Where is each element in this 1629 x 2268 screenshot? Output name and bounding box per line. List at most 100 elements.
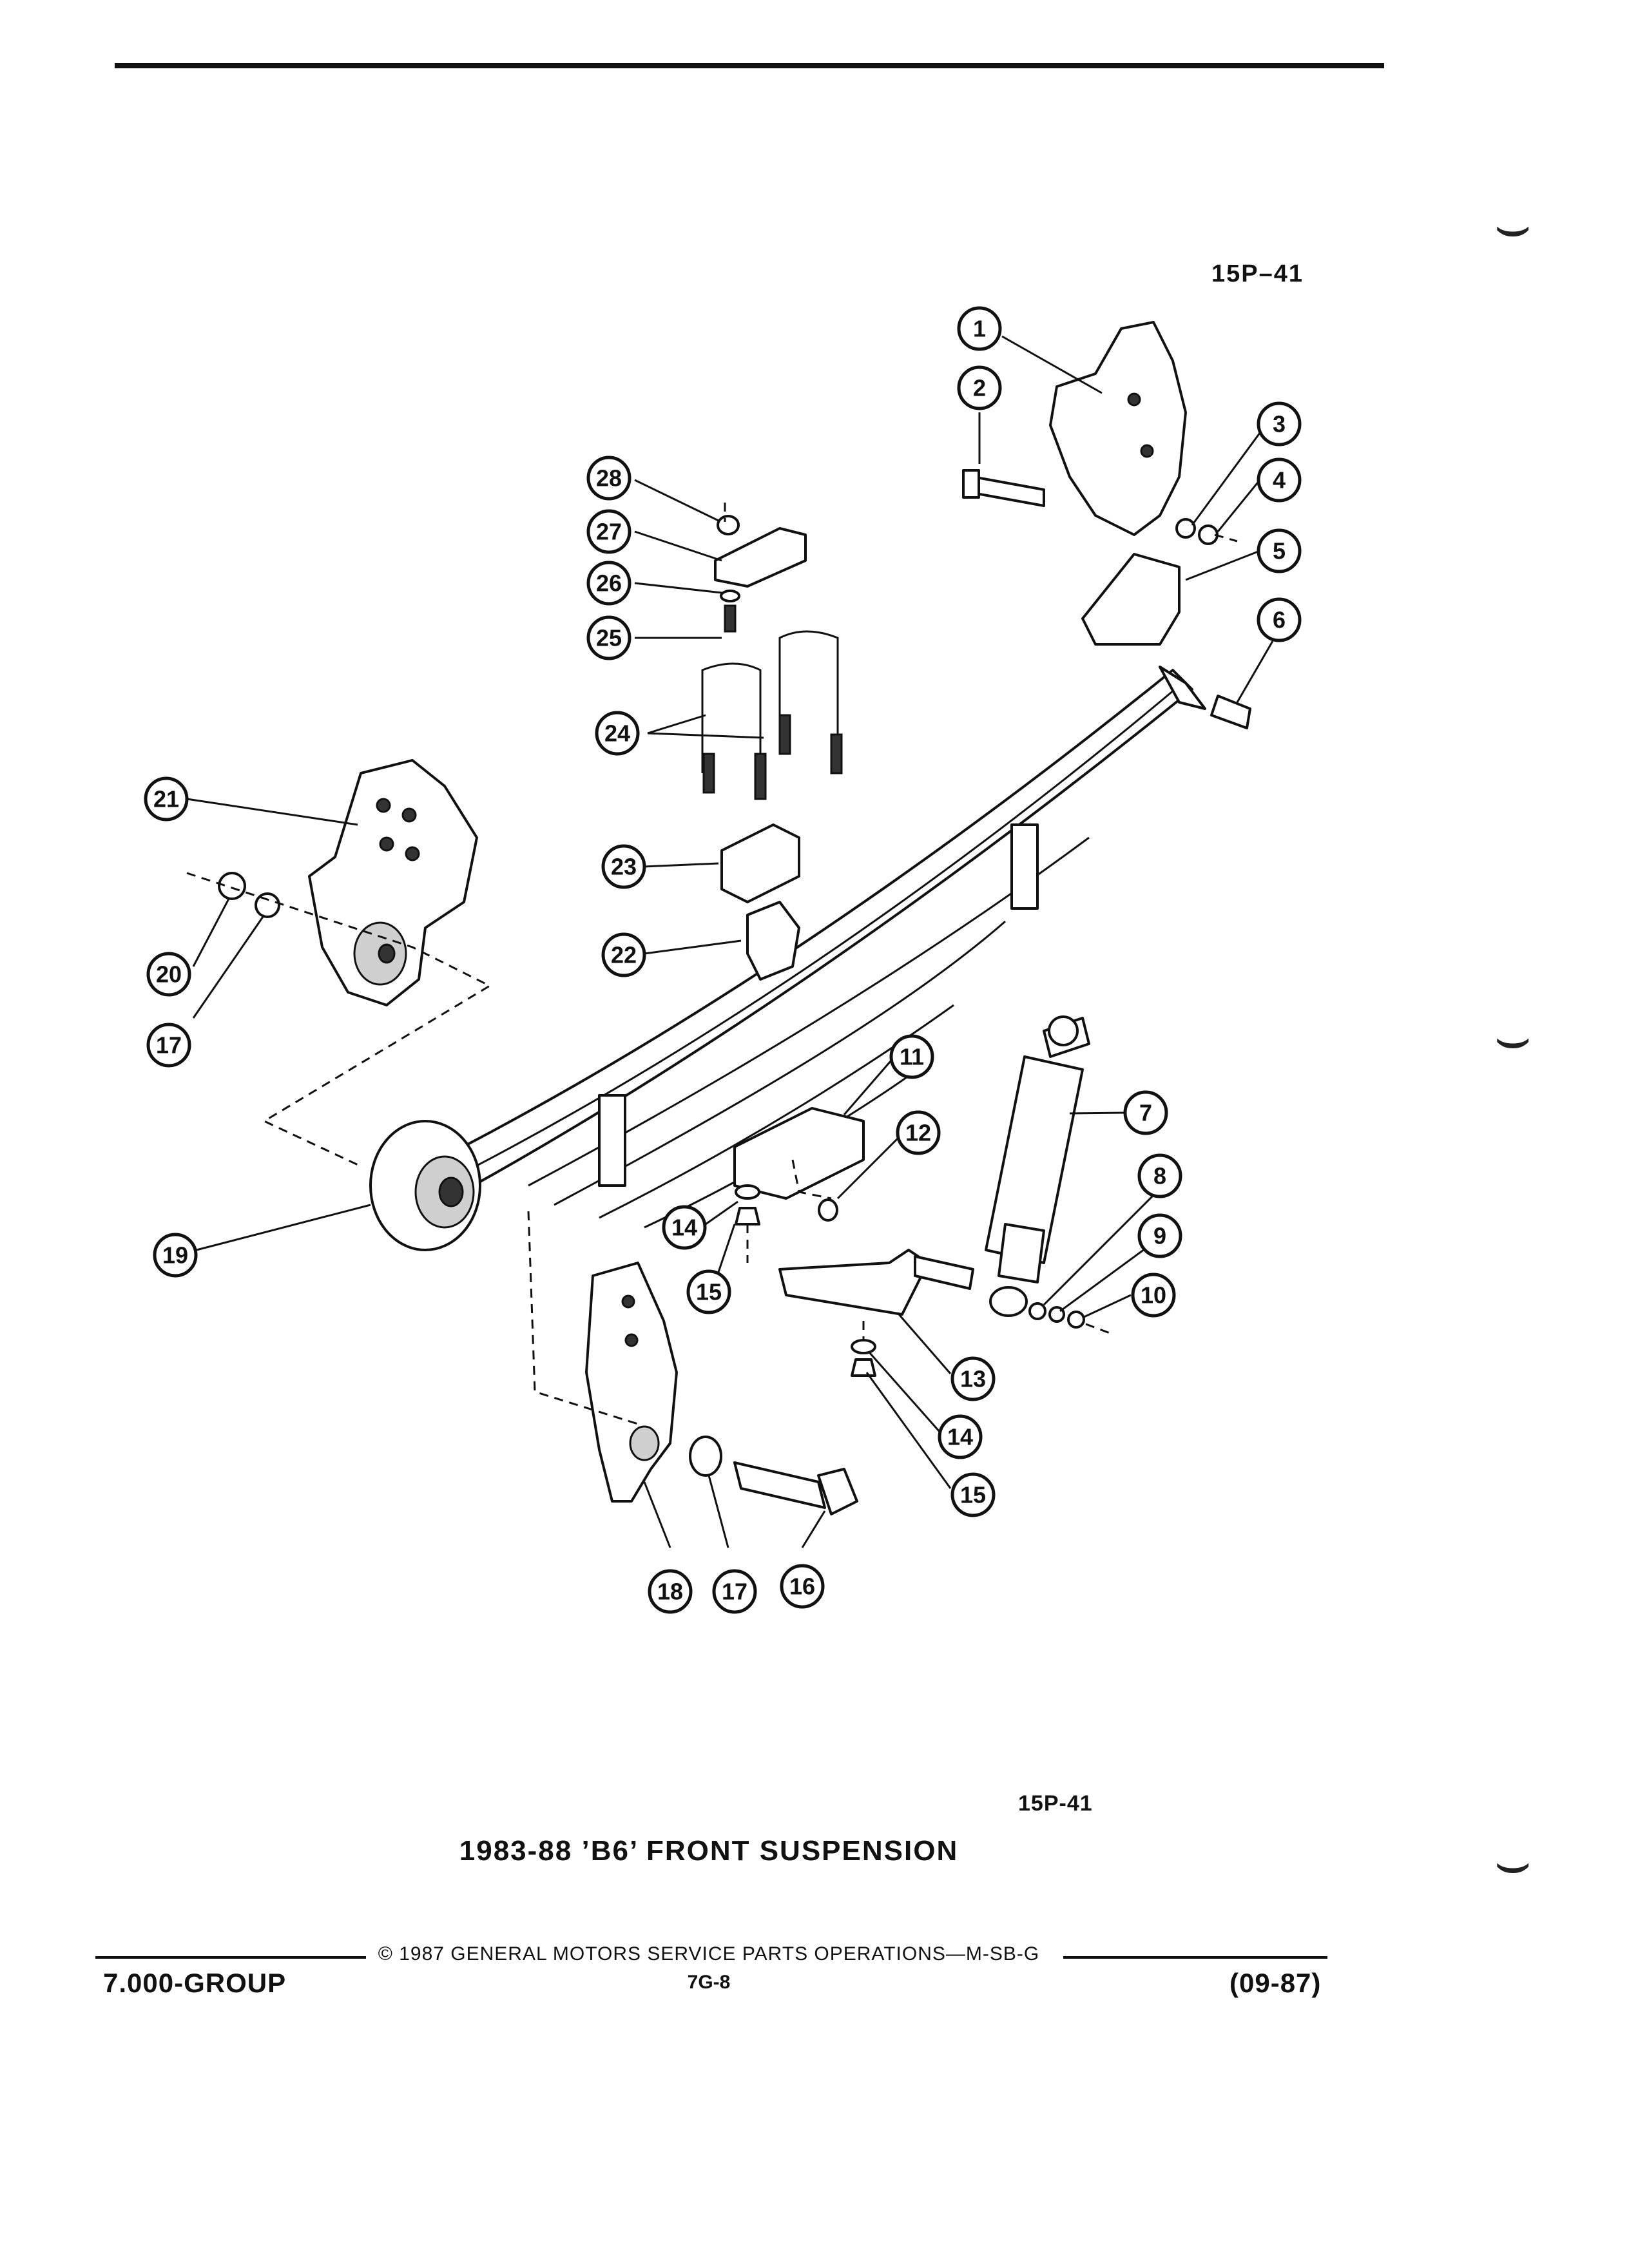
- svg-text:1: 1: [973, 316, 986, 342]
- alignment-line-upper: [1214, 533, 1238, 543]
- upper-bracket-bolt: [962, 469, 1045, 507]
- front-hanger-bracket: [308, 759, 478, 1006]
- binder-hole-mark-top: ⌣: [1494, 194, 1532, 258]
- rear-hanger-bracket: [585, 1262, 678, 1503]
- plate-cap: [818, 1198, 838, 1222]
- svg-text:21: 21: [153, 786, 179, 812]
- callout-20: 20: [146, 952, 191, 997]
- callout-17-front: 17: [146, 1023, 191, 1068]
- nut-upper-15: [735, 1207, 760, 1225]
- callout-23: 23: [601, 844, 646, 889]
- footer-rule-right: [1063, 1956, 1327, 1959]
- alignment-line-rear: [527, 1211, 639, 1425]
- shock-absorber: [985, 1015, 1090, 1317]
- svg-text:19: 19: [162, 1242, 188, 1269]
- top-rule: [115, 63, 1384, 68]
- clip-nut: [717, 515, 740, 535]
- shackle-bolt: [689, 1436, 858, 1515]
- clip-bolt: [724, 604, 737, 633]
- binder-hole-mark-bottom: ⌣: [1494, 1831, 1532, 1895]
- figure-caption: 1983-88 ’B6’ FRONT SUSPENSION: [459, 1835, 959, 1867]
- shock-mount-bracket: [778, 1249, 929, 1316]
- u-bolts: [701, 630, 843, 800]
- alignment-line-plate: [791, 1159, 832, 1200]
- leader-lines: [186, 335, 1274, 1548]
- svg-text:16: 16: [789, 1573, 815, 1600]
- binder-hole-mark-middle: ⌣: [1494, 1006, 1532, 1070]
- upper-nut: [1198, 524, 1219, 545]
- lower-spring-plate: [733, 1107, 865, 1200]
- callout-4: 4: [1257, 457, 1302, 503]
- svg-text:14: 14: [947, 1424, 973, 1450]
- callout-6: 6: [1257, 597, 1302, 642]
- callout-10: 10: [1131, 1273, 1176, 1318]
- svg-text:10: 10: [1141, 1282, 1166, 1309]
- spring-pin: [1210, 695, 1251, 729]
- svg-text:12: 12: [905, 1120, 931, 1146]
- callout-15-upper: 15: [686, 1269, 731, 1314]
- svg-text:23: 23: [611, 854, 637, 880]
- callout-22: 22: [601, 932, 646, 977]
- alignment-line-front: [186, 872, 492, 1168]
- shock-nut: [1067, 1311, 1085, 1329]
- page-code: 7G-8: [687, 1972, 731, 1993]
- callout-2: 2: [957, 365, 1002, 410]
- svg-text:22: 22: [611, 942, 637, 968]
- spring-eye-bushing: [369, 1120, 481, 1251]
- callout-28: 28: [586, 456, 631, 501]
- svg-text:27: 27: [596, 519, 622, 545]
- callout-25: 25: [586, 615, 631, 660]
- svg-text:18: 18: [657, 1579, 683, 1605]
- svg-text:14: 14: [671, 1215, 697, 1241]
- callout-17-rear: 17: [712, 1569, 757, 1614]
- spring-clip-plate: [714, 527, 807, 588]
- callout-16: 16: [780, 1564, 825, 1609]
- callout-21: 21: [144, 776, 189, 822]
- callout-27: 27: [586, 509, 631, 554]
- callout-11: 11: [889, 1034, 934, 1079]
- svg-text:17: 17: [722, 1579, 747, 1605]
- callout-18: 18: [648, 1569, 693, 1614]
- upper-spring-hanger: [1049, 321, 1187, 536]
- svg-text:24: 24: [604, 720, 630, 747]
- copyright-line: © 1987 GENERAL MOTORS SERVICE PARTS OPER…: [378, 1943, 1040, 1965]
- callout-5: 5: [1257, 528, 1302, 573]
- callout-24: 24: [595, 711, 640, 756]
- svg-text:26: 26: [596, 570, 622, 597]
- upper-washer: [1175, 518, 1196, 539]
- figure-id-bottom: 15P-41: [1018, 1791, 1093, 1816]
- figure-id-top: 15P–41: [1211, 260, 1304, 287]
- svg-text:25: 25: [596, 625, 622, 651]
- group-number: 7.000-GROUP: [103, 1968, 287, 1998]
- spring-seat: [746, 901, 800, 981]
- svg-text:15: 15: [960, 1482, 986, 1508]
- washer-lower-14: [851, 1339, 876, 1354]
- front-washer: [255, 892, 280, 918]
- callout-26: 26: [586, 561, 631, 606]
- front-nut: [218, 872, 246, 900]
- callout-12: 12: [896, 1110, 941, 1155]
- svg-text:2: 2: [973, 375, 986, 401]
- shock-mount-stud: [914, 1255, 974, 1290]
- svg-text:8: 8: [1153, 1163, 1166, 1189]
- callout-8: 8: [1137, 1153, 1182, 1198]
- callout-13: 13: [950, 1356, 996, 1401]
- callout-9: 9: [1137, 1213, 1182, 1258]
- callout-15-lower: 15: [950, 1472, 996, 1517]
- callout-7: 7: [1123, 1090, 1168, 1135]
- svg-text:15: 15: [696, 1279, 722, 1305]
- footer-rule-left: [95, 1956, 366, 1959]
- callout-14-lower: 14: [938, 1414, 983, 1459]
- callout-1: 1: [957, 306, 1002, 351]
- clip-washer: [720, 590, 740, 602]
- svg-text:20: 20: [156, 961, 182, 988]
- callout-3: 3: [1257, 401, 1302, 447]
- leaf-spring: [411, 666, 1206, 1229]
- svg-text:13: 13: [960, 1366, 986, 1392]
- nut-lower-15: [851, 1358, 876, 1377]
- callout-19: 19: [153, 1233, 198, 1278]
- revision-date: (09-87): [1229, 1968, 1322, 1998]
- callout-14-upper: 14: [662, 1205, 707, 1250]
- spring-spacer: [720, 823, 800, 903]
